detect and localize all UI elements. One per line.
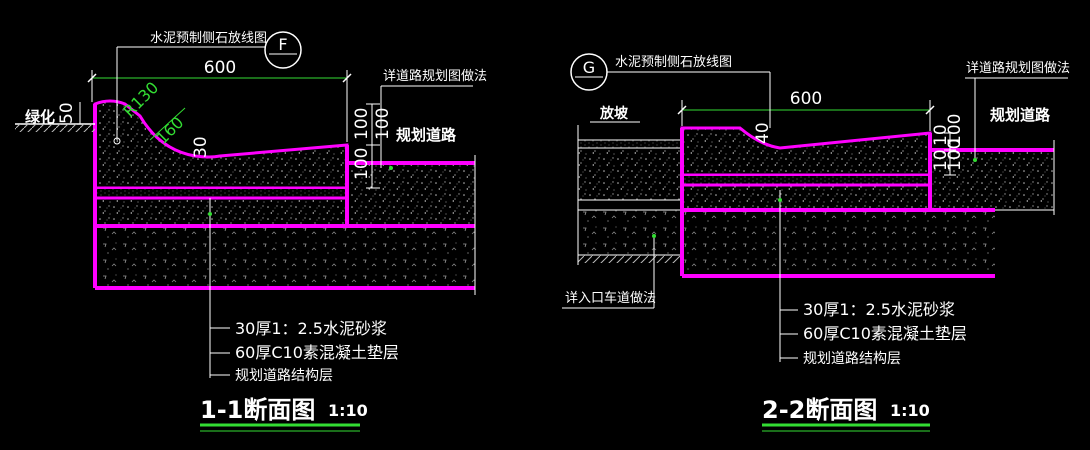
curb-stone-left [93, 99, 349, 190]
marker-g-text: G [583, 58, 595, 77]
concrete-cushion-left [93, 196, 349, 228]
base-layer-right [682, 210, 995, 276]
road-label-left: 规划道路 [396, 126, 457, 144]
slope-label: 放坡 [599, 105, 629, 122]
base-layer-left [95, 226, 475, 288]
section-1-1: 600 水泥预制侧石放线图 F 50 绿化 R130 160 30 100 10… [15, 31, 487, 432]
dim-width-left: 600 [204, 58, 236, 78]
curb-stone-right [680, 126, 932, 177]
layer-structure-left: 规划道路结构层 [235, 368, 333, 384]
curb-layout-label-right: 水泥预制侧石放线图 [615, 55, 732, 70]
layer-mortar-left: 30厚1：2.5水泥砂浆 [235, 319, 387, 338]
road-ref-label-right: 详道路规划图做法 [966, 60, 1070, 76]
dim-10-a: 10 [931, 124, 951, 146]
title-2-2: 2-2断面图 [762, 396, 877, 424]
concrete-cushion-right [680, 183, 932, 212]
dim-100-c: 100 [373, 108, 393, 140]
road-label-right: 规划道路 [990, 106, 1051, 124]
section-2-2: 600 40 G 水泥预制侧石放线图 放坡 10 10 100 100 详道路规… [562, 53, 1070, 432]
dim-width-right: 600 [790, 89, 822, 109]
section-marker-f [264, 31, 302, 69]
dim-40-right: 40 [753, 122, 773, 144]
dim-100-a: 100 [352, 108, 372, 140]
slope-fill-right [578, 148, 682, 200]
dim-50: 50 [57, 102, 77, 124]
dim-100-right: 100 [945, 114, 965, 146]
layer-concrete-left: 60厚C10素混凝土垫层 [235, 343, 399, 362]
layer-structure-right: 规划道路结构层 [803, 351, 901, 367]
greening-label: 绿化 [25, 108, 55, 126]
soil-hatch-left [15, 124, 95, 132]
road-fill-right [930, 150, 1054, 210]
scale-2-2: 1:10 [890, 401, 930, 420]
dim-100-b: 100 [352, 148, 372, 180]
dim-30-left: 30 [191, 136, 211, 158]
curb-layout-label-left: 水泥预制侧石放线图 [150, 31, 267, 46]
dim-100b-right: 100 [945, 139, 965, 171]
title-1-1: 1-1断面图 [200, 396, 315, 424]
dim-r130: R130 [119, 78, 162, 121]
layer-concrete-right: 60厚C10素混凝土垫层 [803, 324, 967, 343]
scale-1-1: 1:10 [328, 401, 368, 420]
entry-ref-label: 详入口车道做法 [565, 290, 656, 306]
marker-f-text: F [278, 35, 287, 54]
road-ref-label-left: 详道路规划图做法 [383, 68, 487, 84]
road-fill-left [347, 163, 475, 226]
dim-10-b: 10 [931, 149, 951, 171]
layer-mortar-right: 30厚1：2.5水泥砂浆 [803, 300, 955, 319]
